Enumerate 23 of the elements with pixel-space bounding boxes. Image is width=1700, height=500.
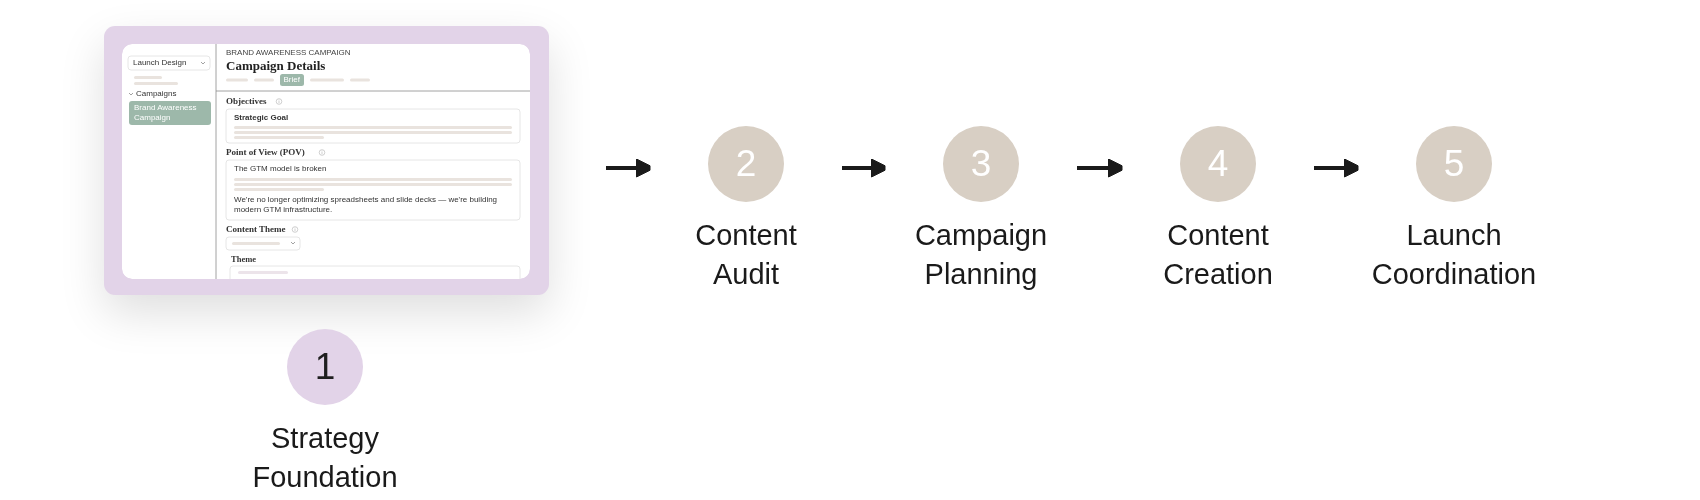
section-heading: Objectives (226, 96, 267, 107)
body-text: We're no longer optimizing spreadsheets and slide decks — we're building modern GTM infrastructure. (234, 195, 499, 215)
tab-label: Brief (283, 75, 300, 85)
section-heading: Content Theme (226, 224, 286, 235)
step-title: Strategy Foundation (252, 421, 398, 495)
step-number-circle: 5 (1416, 126, 1492, 202)
step-title: Launch Coordination (1371, 218, 1537, 292)
step-title: Content Audit (695, 218, 797, 292)
page-heading: Campaign Details (226, 58, 326, 73)
step-title: Campaign Planning (914, 218, 1048, 292)
field-label: Strategic Goal (234, 113, 289, 123)
step-number-circle: 3 (943, 126, 1019, 202)
step-number-circle: 2 (708, 126, 784, 202)
nav-section-label: Campaigns (136, 89, 177, 99)
section-heading: Point of View (POV) (226, 147, 305, 158)
step-number-circle: 4 (1180, 126, 1256, 202)
dropdown-text: Launch Design (133, 58, 187, 68)
nav-item-label: Brand Awareness Campaign (134, 103, 198, 123)
step-title: Content Creation (1163, 218, 1273, 292)
page-eyebrow: BRAND AWARENESS CAMPAIGN (226, 48, 351, 58)
step-number-circle: 1 (287, 329, 363, 405)
body-text: The GTM model is broken (234, 164, 327, 174)
field-label: Theme (231, 254, 257, 264)
